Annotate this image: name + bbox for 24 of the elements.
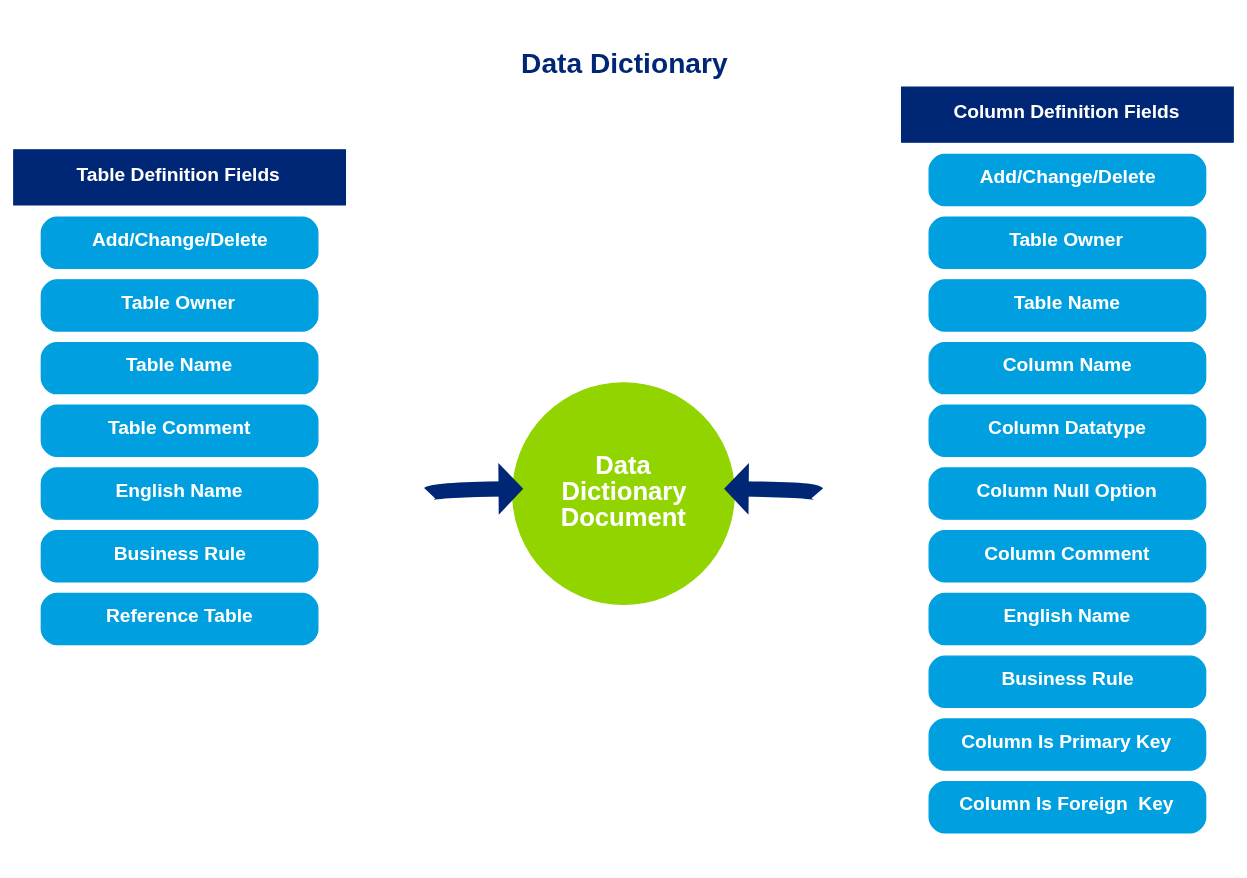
diagram-title: Data Dictionary: [521, 47, 728, 78]
node-box: Column Comment: [928, 529, 1207, 583]
node-box: Reference Table: [40, 592, 319, 645]
node-box: Column Datatype: [928, 404, 1207, 457]
node-box: Table Name: [928, 278, 1207, 332]
node-box: Column Name: [928, 341, 1207, 394]
node-box: Column Is Foreign Key: [928, 780, 1207, 833]
arrow: [427, 462, 524, 515]
node-circle: Data Dictionary Document: [512, 381, 735, 605]
node-box: English Name: [928, 592, 1207, 645]
arrow: [724, 462, 820, 515]
node-box: Column Definition Fields: [900, 85, 1234, 143]
node-box: Add/Change/Delete: [40, 215, 319, 269]
node-box: English Name: [40, 466, 319, 520]
node-box: Business Rule: [928, 655, 1207, 708]
node-box: Table Definition Fields: [13, 148, 347, 205]
node-box: Business Rule: [40, 529, 319, 583]
node-box: Table Comment: [40, 404, 319, 457]
node-box: Table Owner: [928, 215, 1207, 269]
node-box: Table Name: [40, 341, 319, 394]
node-box: Add/Change/Delete: [928, 153, 1207, 206]
node-box: Column Is Primary Key: [928, 717, 1207, 771]
node-box: Column Null Option: [928, 466, 1207, 520]
node-box: Table Owner: [40, 278, 319, 332]
